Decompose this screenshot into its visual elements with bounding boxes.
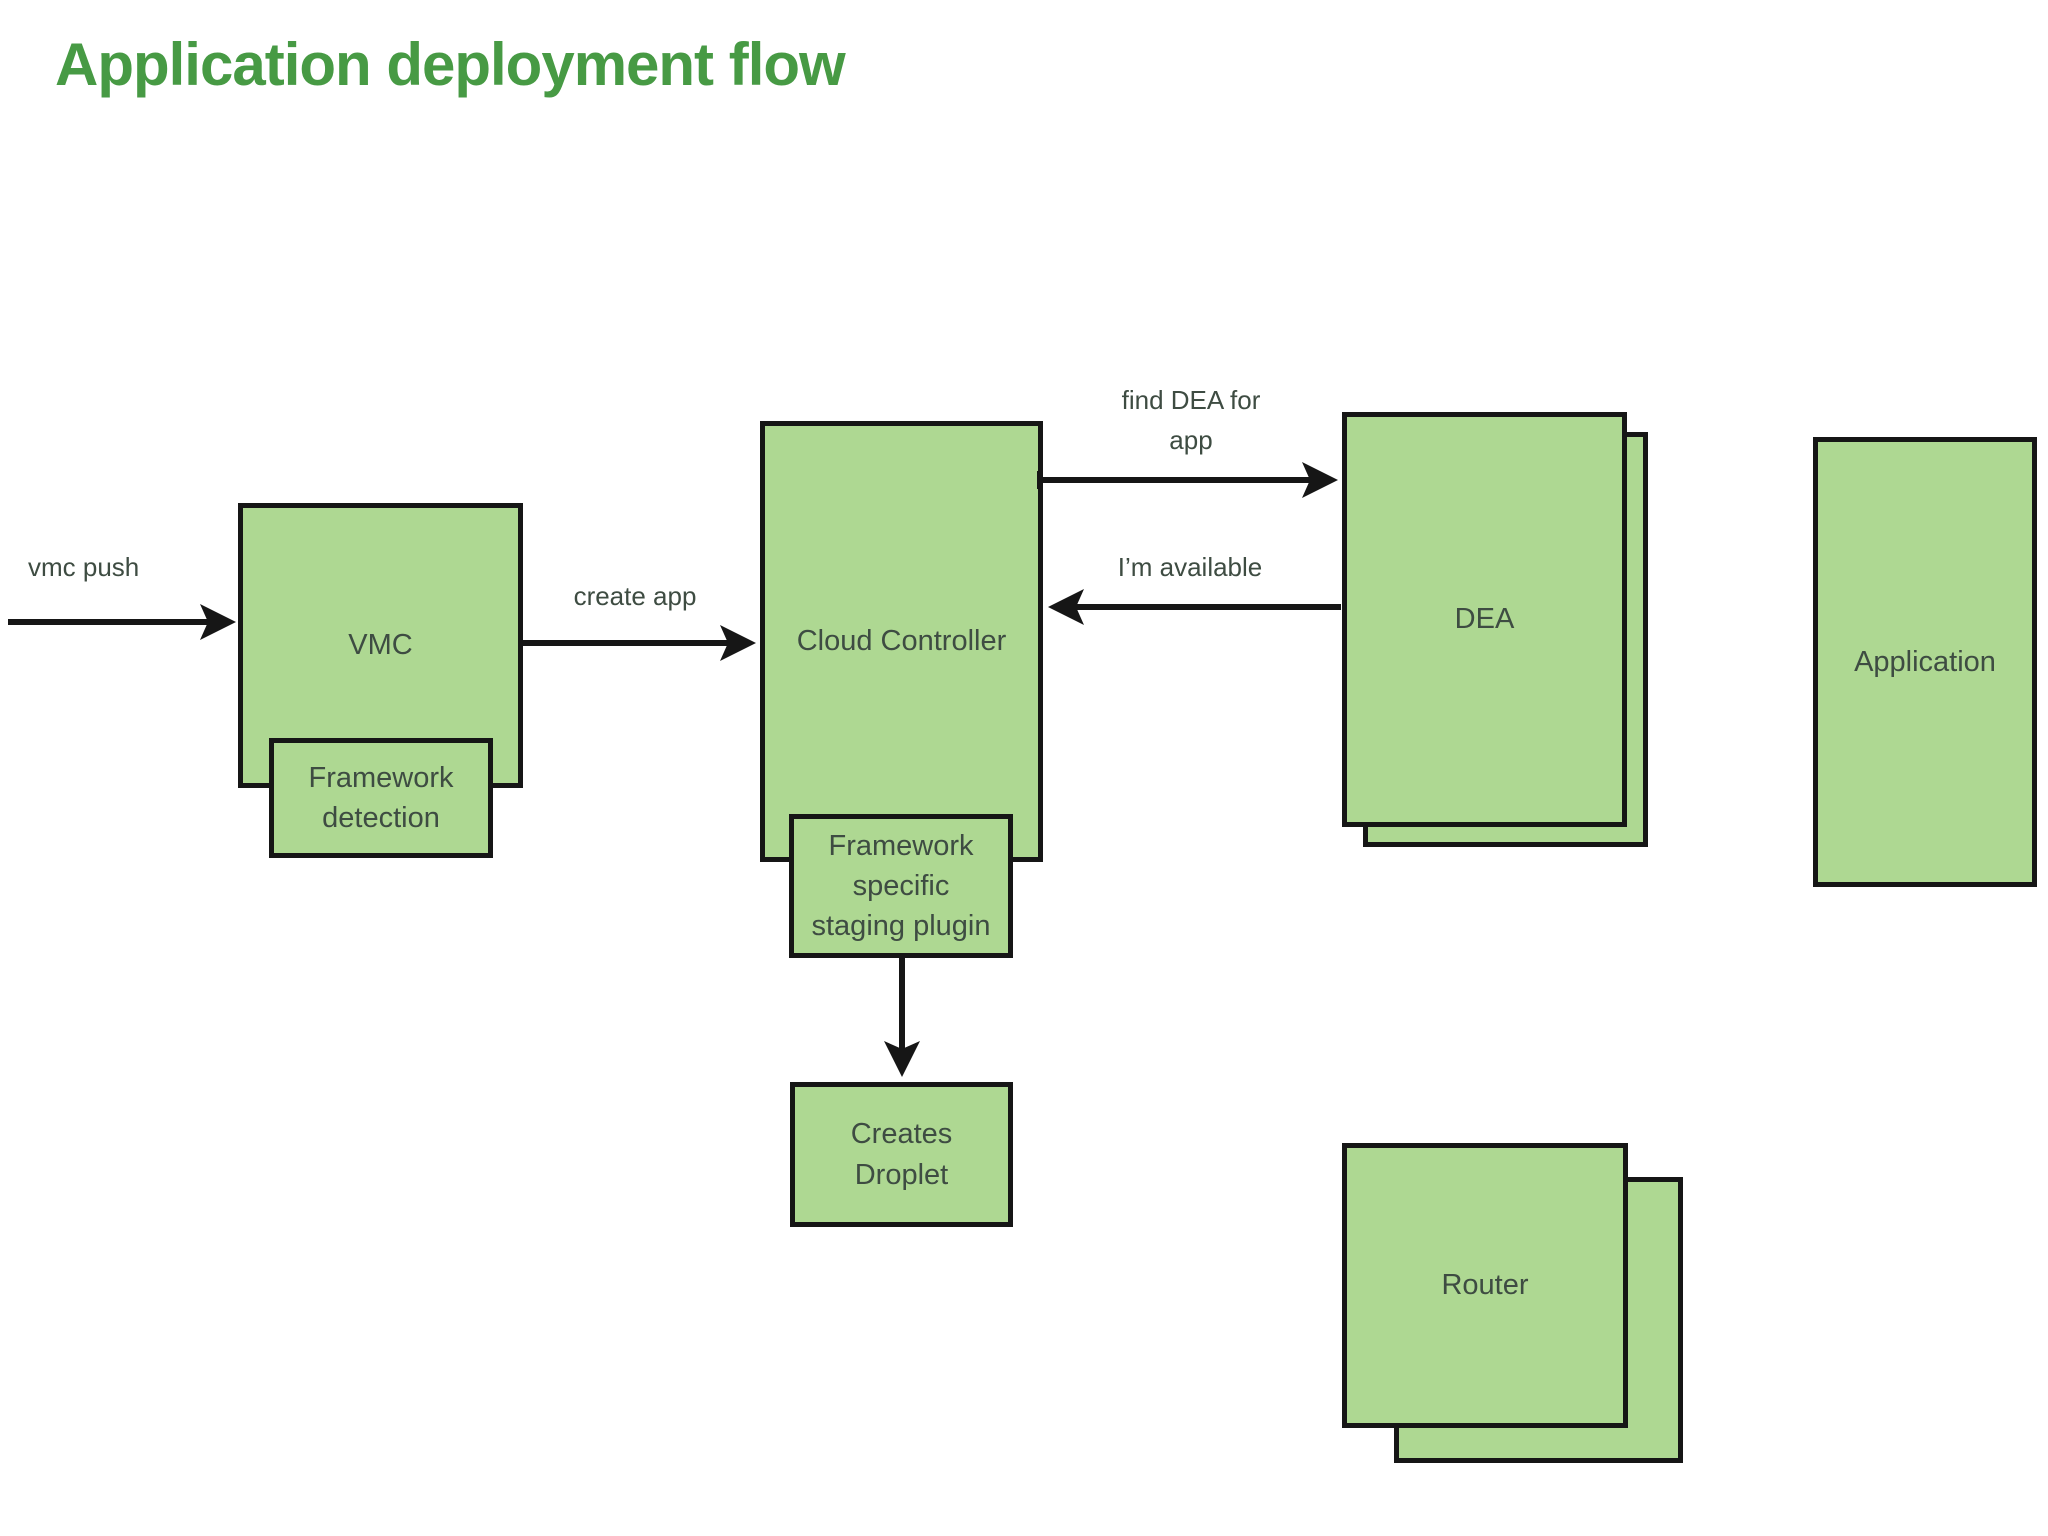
node-application-label: Application [1854, 645, 1996, 678]
arrow-create-app [523, 625, 756, 661]
edge-label-vmc-push: vmc push [28, 552, 140, 582]
edge-label-find-dea-for-app: find DEA for app [1121, 385, 1261, 455]
node-application: Application [1813, 437, 2037, 887]
node-dea: DEA [1342, 412, 1627, 827]
edge-label-im-available: I’m available [1117, 552, 1263, 582]
node-creates-droplet: Creates Droplet [790, 1082, 1013, 1227]
node-staging-plugin: Framework specific staging plugin [789, 814, 1013, 958]
node-router: Router [1342, 1143, 1628, 1428]
node-cloud-controller: Cloud Controller [760, 421, 1043, 862]
node-staging-plugin-label: Framework specific staging plugin [811, 829, 991, 942]
node-router-label: Router [1441, 1269, 1529, 1302]
arrow-find-dea-for-app [1037, 462, 1338, 498]
arrow-stage-to-droplet [884, 956, 920, 1077]
edge-label-create-app: create app [573, 581, 697, 611]
node-dea-label: DEA [1454, 603, 1515, 636]
node-framework-detection-label: Framework detection [308, 761, 454, 834]
arrow-im-available [1048, 589, 1341, 625]
node-framework-detection: Framework detection [269, 738, 493, 858]
arrow-vmc-push [8, 604, 236, 640]
node-cloud-controller-label: Cloud Controller [796, 625, 1007, 658]
node-vmc-label: VMC [348, 629, 413, 662]
node-creates-droplet-label: Creates Droplet [850, 1118, 953, 1191]
page-title: Application deployment flow [55, 31, 846, 98]
